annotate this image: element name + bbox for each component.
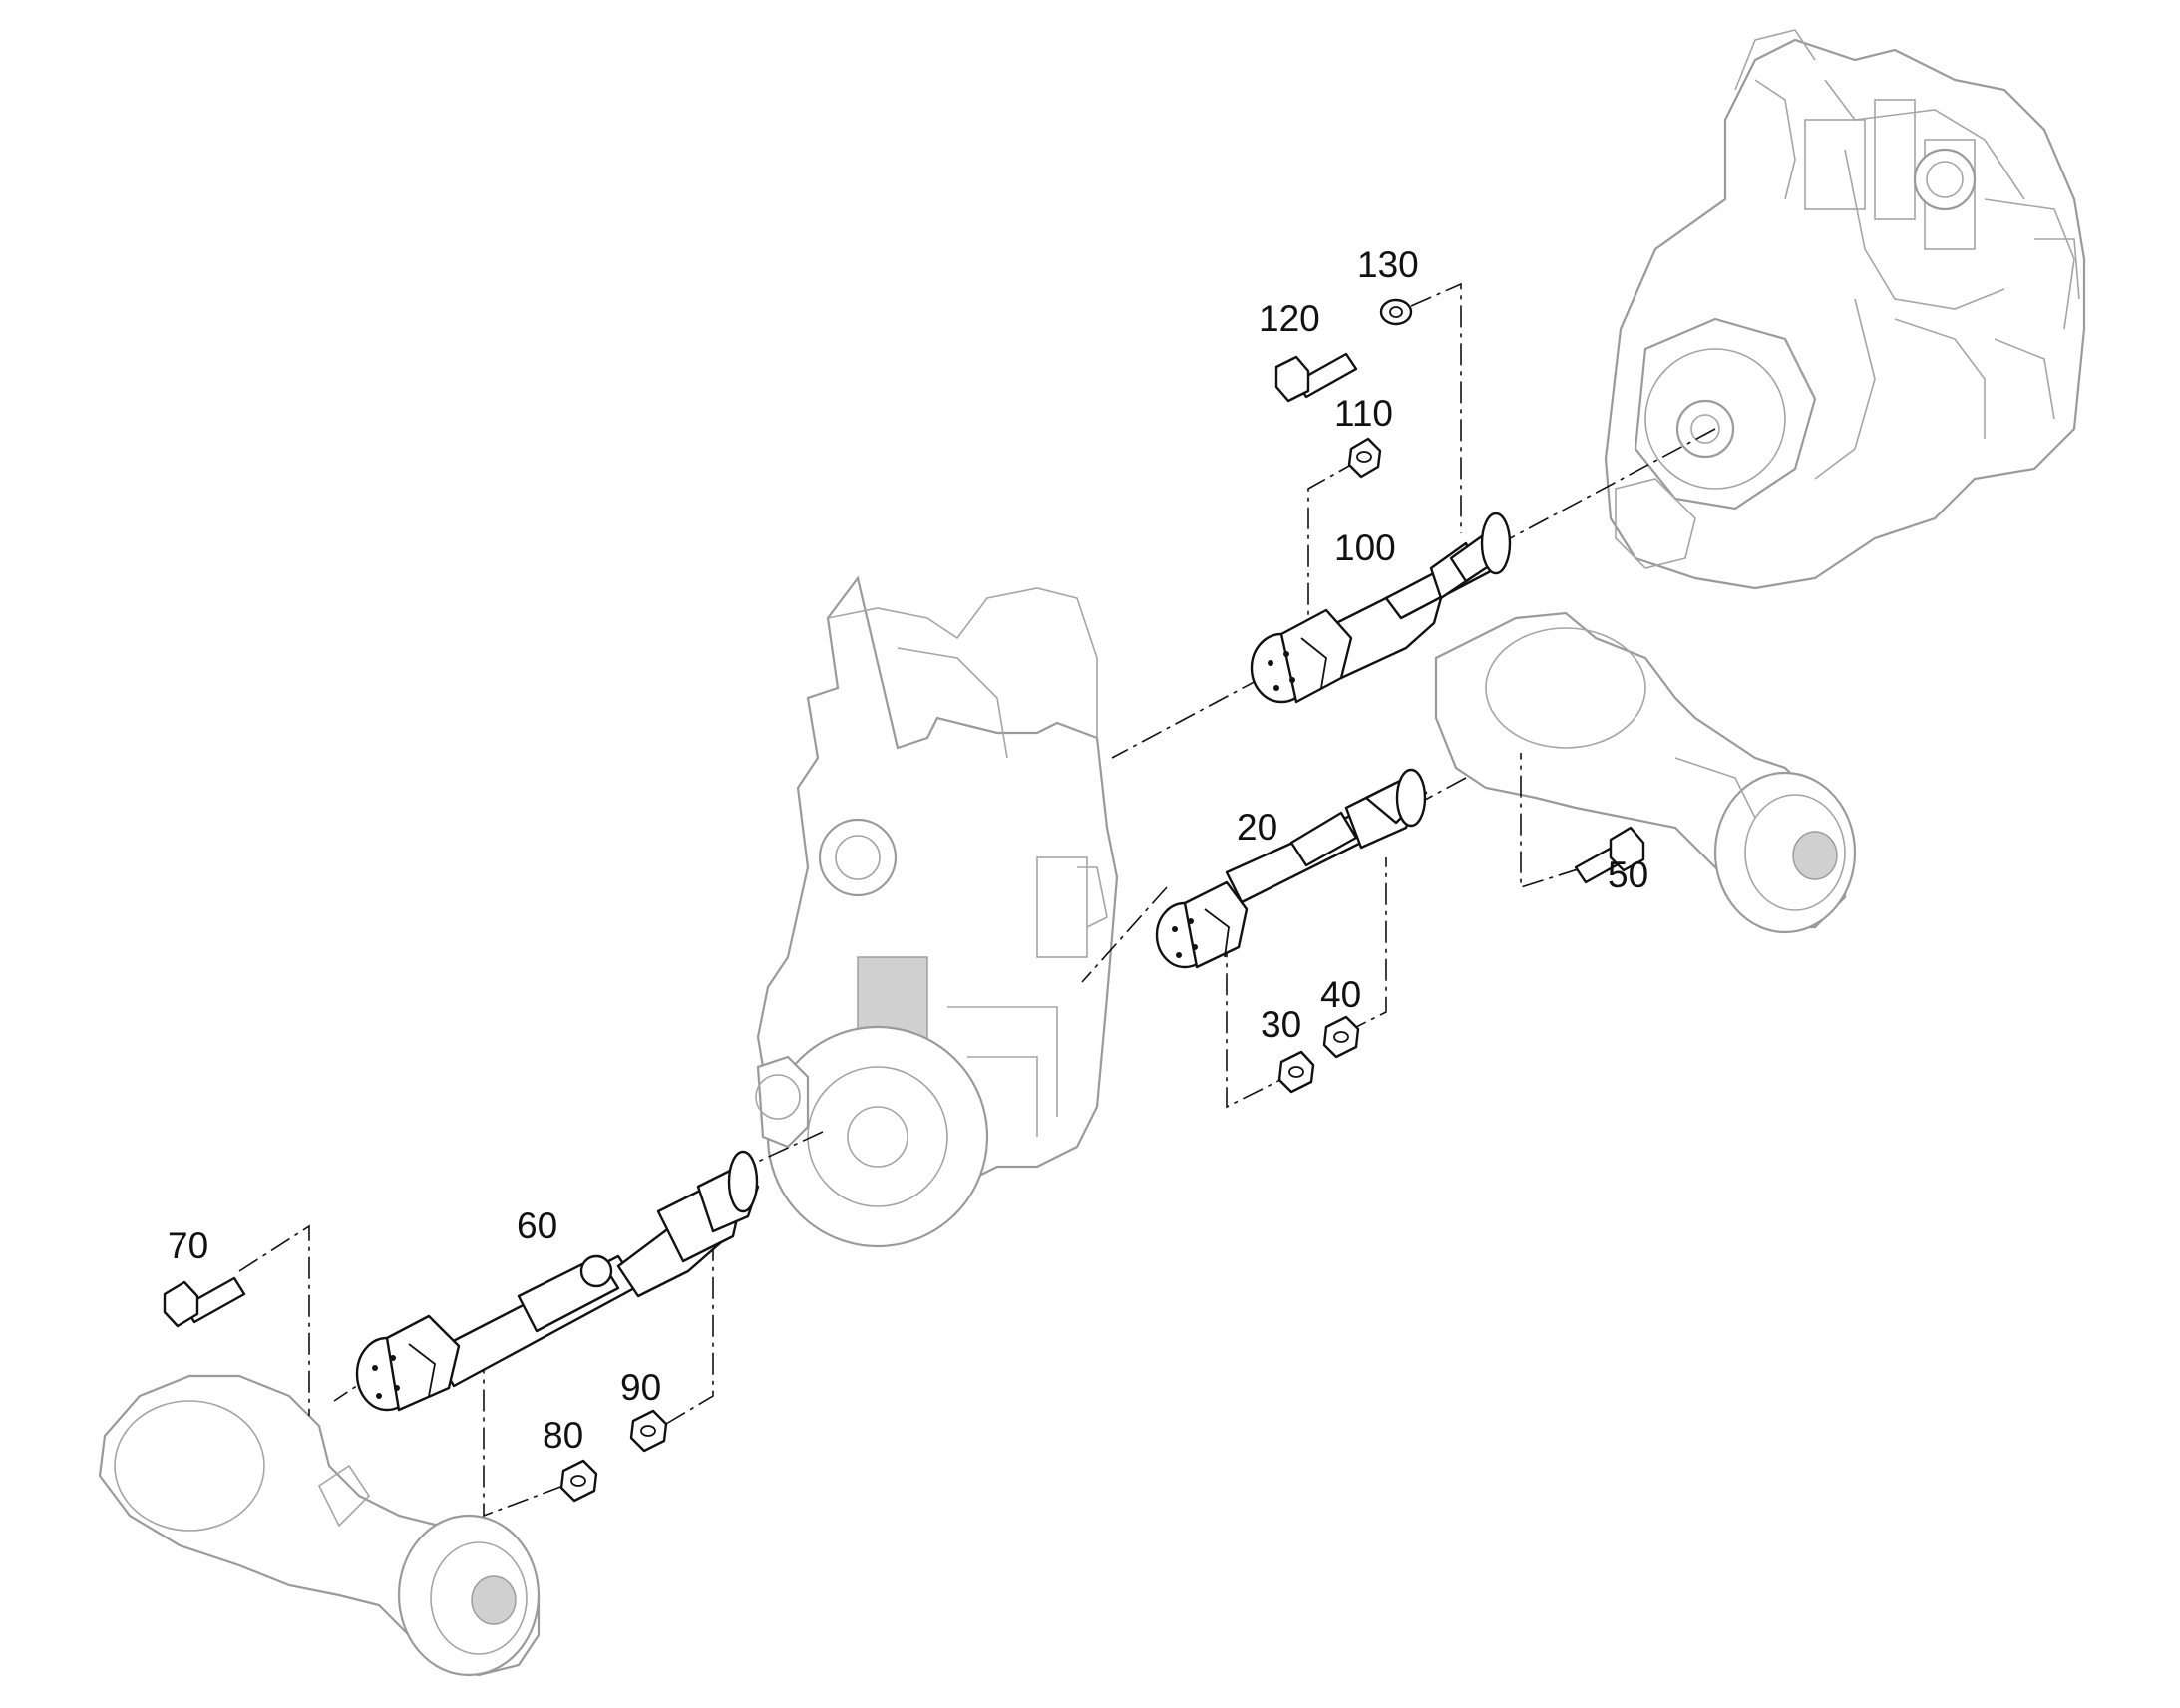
part-50-bolt[interactable] (1574, 826, 1645, 884)
axis-shaft100-to-transmission (1111, 677, 1263, 759)
leader-lines (238, 282, 1716, 1518)
part-120-bolt[interactable] (1274, 352, 1358, 403)
part-60-drive-shaft[interactable] (355, 1150, 760, 1412)
callout-120: 120 (1259, 298, 1320, 339)
callout-130: 130 (1357, 244, 1419, 285)
axis-shaft20-to-rearaxle (1400, 777, 1467, 814)
part-110-nut[interactable] (1347, 437, 1382, 479)
front-axle-context (98, 1374, 541, 1677)
leader-90 (665, 1236, 714, 1425)
leader-70 (238, 1224, 310, 1416)
callout-labels: 130 120 110 100 20 50 40 30 60 70 90 80 (168, 244, 1648, 1456)
callout-80: 80 (543, 1415, 583, 1456)
rear-axle-context (1434, 611, 1857, 934)
part-90-nut[interactable] (629, 1409, 668, 1453)
callout-50: 50 (1608, 854, 1648, 895)
callout-90: 90 (620, 1367, 661, 1408)
callout-30: 30 (1261, 1004, 1301, 1045)
part-80-nut[interactable] (559, 1459, 598, 1503)
callout-40: 40 (1320, 974, 1361, 1015)
callout-100: 100 (1334, 527, 1396, 568)
engine-context (1604, 29, 2086, 590)
part-30-nut[interactable] (1277, 1050, 1315, 1094)
part-40-nut[interactable] (1322, 1015, 1360, 1059)
part-70-bolt[interactable] (163, 1276, 246, 1328)
callout-20: 20 (1237, 807, 1277, 848)
transmission-context (755, 575, 1119, 1248)
callout-110: 110 (1334, 393, 1393, 434)
callout-60: 60 (517, 1205, 557, 1246)
leader-80 (483, 1366, 564, 1518)
leader-110 (1307, 460, 1359, 623)
leader-40 (1345, 857, 1387, 1033)
part-100-drive-shaft[interactable] (1250, 512, 1512, 704)
axis-engine-to-shaft100 (1500, 428, 1716, 544)
part-20-drive-shaft[interactable] (1155, 768, 1428, 969)
part-130-washer[interactable] (1379, 298, 1413, 326)
axis-transmission-to-shaft20 (1081, 886, 1168, 983)
leader-130 (1410, 282, 1462, 533)
callout-70: 70 (168, 1225, 208, 1266)
leader-30 (1226, 937, 1297, 1109)
